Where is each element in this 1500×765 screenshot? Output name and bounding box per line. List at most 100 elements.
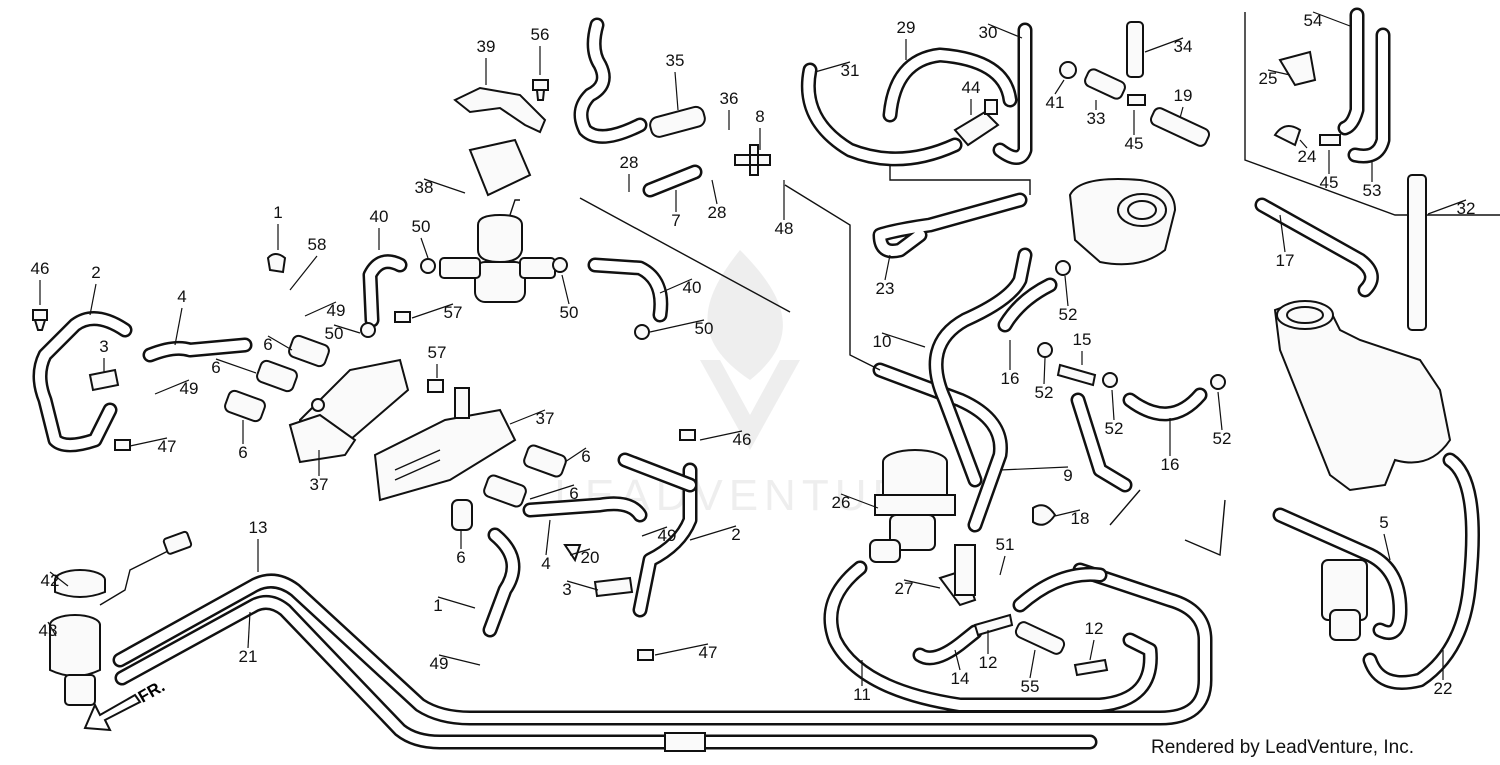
callout-leader-c-57a [411,303,454,319]
bracket-25 [1278,50,1317,87]
arrow-connector-4 [1184,499,1226,557]
callout-label-c-49c: 49 [658,526,677,545]
callout-leader-c-1b [437,596,476,609]
callout-leader-c-49b [154,379,190,395]
callout-label-c-40b: 40 [683,278,702,297]
hose-4 [142,337,698,523]
callout-label-c-45b: 45 [1320,173,1339,192]
hose-16a [997,277,1058,333]
callout-label-c-32: 32 [1457,199,1476,218]
callout-label-c-30: 30 [979,23,998,42]
t-joint-15 [1056,363,1097,387]
callout-label-c-50d: 50 [695,319,714,338]
hose-7 [642,164,703,198]
callout-label-c-6f: 6 [456,548,465,567]
callout-leader-c-25 [1267,69,1291,76]
hose-2-left [32,311,133,453]
callout-label-c-18: 18 [1071,509,1090,528]
callout-leader-c-2b [689,525,737,541]
callout-label-c-3b: 3 [562,580,571,599]
bolt-46-right [679,429,696,441]
inset-boundary [1244,12,1500,216]
callout-label-c-39: 39 [477,37,496,56]
callout-label-c-57a: 57 [444,303,463,322]
callout-leader-c-34 [1144,37,1184,53]
bolt-47-left [114,439,131,451]
solenoid-valve-37-upper [288,358,410,464]
hose-40-right [587,257,669,323]
clamp-50-c [360,322,376,338]
bracket-42 [54,569,106,598]
callout-leader-c-30 [987,23,1023,39]
callout-label-c-40a: 40 [370,207,389,226]
callout-leader-c-40b [659,278,693,294]
callout-label-c-12a: 12 [979,653,998,672]
tube-6-f [451,499,473,531]
callout-leader-c-2a [89,283,97,316]
callout-label-c-4a: 4 [177,287,186,306]
bolt-57-a [394,311,411,323]
callout-label-c-2a: 2 [91,263,100,282]
callout-label-c-21: 21 [239,647,258,666]
callout-leader-c-43 [47,621,57,637]
callout-leader-c-49c [641,526,668,537]
front-arrow-icon [83,693,142,732]
callout-leader-c-26 [840,493,879,509]
t-joint-8 [734,144,771,176]
callout-label-c-12b: 12 [1085,619,1104,638]
callout-label-c-51: 51 [996,535,1015,554]
hose-23 [872,192,1028,259]
callout-label-c-6d: 6 [581,447,590,466]
hose-17 [1254,197,1379,298]
clamp-18 [1032,504,1057,526]
intake-manifold [1273,300,1452,492]
callout-label-c-28a: 28 [620,153,639,172]
callout-label-c-14: 14 [951,669,970,688]
callout-label-c-16b: 16 [1161,455,1180,474]
hose-55 [1014,621,1066,655]
callout-leader-c-28b [711,179,718,205]
tube-6-a [288,334,330,368]
fuel-pump-43 [49,530,193,706]
callout-leader-c-4a [174,307,183,346]
callout-label-c-27: 27 [895,579,914,598]
callout-leader-c-50c [333,324,361,334]
callout-leader-c-4b [545,519,551,556]
hose-31 [800,62,963,167]
joint-1-top [266,253,287,274]
hose-14 [912,566,1108,666]
callout-label-c-50a: 50 [412,217,431,236]
callout-label-c-37a: 37 [310,475,329,494]
callout-leader-c-18 [1054,509,1081,517]
callout-label-c-57b: 57 [428,343,447,362]
callout-leader-c-47a [129,437,168,447]
bracket-27 [938,544,977,607]
callout-label-c-54: 54 [1304,11,1323,30]
callout-leader-c-58 [289,255,318,291]
bolt-47-right [637,649,654,661]
pipe-3-left [88,368,120,392]
callout-label-c-58: 58 [308,235,327,254]
callout-leader-c-6a [267,335,293,351]
callout-label-c-42: 42 [41,571,60,590]
bracket-39 [453,86,547,134]
callout-label-c-47a: 47 [158,437,177,456]
callout-label-c-36: 36 [720,89,739,108]
callout-leader-c-9 [999,466,1069,471]
callout-label-c-6c: 6 [238,443,247,462]
bolt-57-b [427,379,444,393]
control-valve-26 [869,449,956,563]
callout-label-c-49d: 49 [430,654,449,673]
callout-label-c-52d: 52 [1213,429,1232,448]
callout-label-c-16a: 16 [1001,369,1020,388]
callout-leader-c-47b [654,643,709,656]
hose-34 [1126,21,1144,78]
callout-label-c-28b: 28 [708,203,727,222]
callout-leader-c-35 [674,71,679,111]
callout-label-c-46b: 46 [733,430,752,449]
callout-label-c-55: 55 [1021,677,1040,696]
callout-label-c-34: 34 [1174,37,1193,56]
arrow-connector-5 [889,165,1031,195]
callout-leader-c-31 [814,61,851,73]
t-joint-45-a [1127,94,1146,106]
